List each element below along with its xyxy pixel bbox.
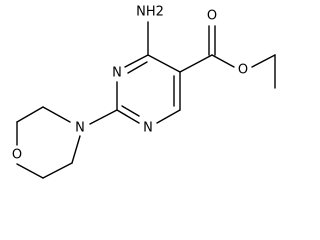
atom-label-n-ring-bottom: N	[143, 121, 153, 136]
bond-o-ethyl	[251, 54, 276, 68]
bond-morph-c-top-c-left	[16, 106, 44, 123]
bond-c4-c5	[147, 54, 181, 73]
pyrimidine-ring-bonds	[116, 54, 181, 124]
bond-c5-carbonyl	[179, 54, 213, 73]
bond-carbonyl-o-ester	[211, 54, 235, 68]
bond-n3-c4-inner	[127, 61, 148, 74]
atom-label-n-morpholine: N	[75, 121, 85, 136]
morpholine-ring-bonds	[16, 106, 81, 179]
bond-n1-c2-inner	[121, 105, 140, 117]
bond-morph-c-right-n	[71, 135, 81, 164]
atom-label-o-ester: O	[238, 63, 248, 78]
atom-labels: NH2 N N N O O O	[12, 5, 248, 163]
bond-morph-o-c-bottom	[16, 163, 44, 179]
bond-morph-c-bottom-c-right	[42, 162, 73, 179]
bond-c6-n1	[156, 109, 181, 124]
bond-n3-c4	[124, 54, 149, 68]
atom-label-o-carbonyl: O	[207, 9, 217, 24]
chemical-structure: NH2 N N N O O O	[12, 5, 276, 179]
ester-bonds	[179, 25, 276, 89]
atom-label-nh2: NH2	[136, 5, 164, 20]
bond-morph-n-c-top	[42, 106, 71, 123]
bond-c2-morpholine-n	[89, 109, 118, 125]
atom-label-o-morpholine: O	[12, 148, 22, 163]
bond-n1-c2	[116, 109, 140, 124]
atom-label-n-ring-top: N	[112, 66, 122, 81]
